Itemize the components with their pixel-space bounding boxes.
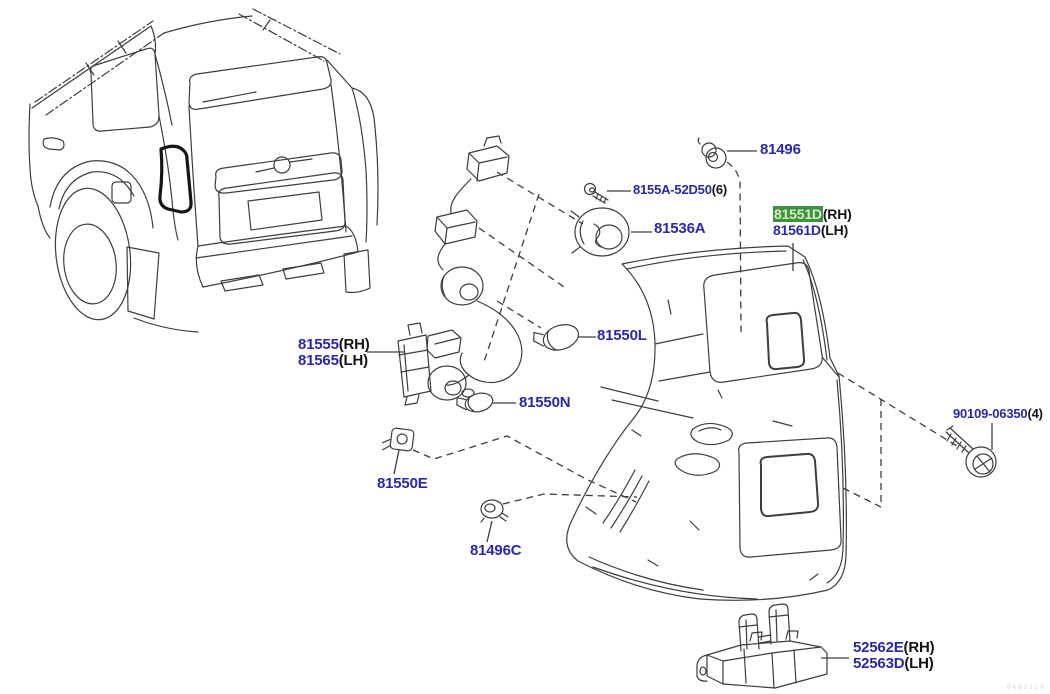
part-number-highlighted[interactable]: 81551D — [773, 206, 823, 222]
harness-bracket — [397, 334, 432, 398]
part-side: (LH) — [820, 222, 849, 238]
part-label-81536A[interactable]: 81536A — [654, 220, 706, 237]
part-side: (RH) — [338, 336, 370, 353]
tapping-screw-icon — [945, 425, 997, 478]
mounting-bracket-drawing — [696, 603, 828, 689]
part-side: (RH) — [903, 639, 935, 656]
part-side: (LH) — [338, 352, 368, 369]
part-number[interactable]: 81555 — [298, 336, 339, 353]
bulb-socket-icon — [570, 207, 630, 257]
part-label-81561D[interactable]: 81561D(LH) — [773, 222, 848, 238]
part-label-81550N[interactable]: 81550N — [519, 394, 571, 411]
part-number[interactable]: 52562E — [853, 639, 904, 656]
grommet-clip-icon — [381, 427, 415, 452]
push-clip-icon — [480, 499, 509, 523]
wire-harness-drawing — [397, 135, 523, 406]
part-number[interactable]: 81561D — [773, 222, 821, 238]
part-number[interactable]: 90109-06350 — [953, 406, 1028, 421]
part-qty: (4) — [1027, 406, 1043, 421]
roof-rail-lines — [34, 8, 341, 116]
part-number[interactable]: 81536A — [654, 220, 706, 237]
part-label-81496[interactable]: 81496 — [760, 142, 801, 158]
taillamp-location-highlight — [158, 144, 193, 214]
part-label-81551D-highlighted[interactable]: 81551D(RH) — [773, 206, 852, 222]
bulb-socket — [427, 365, 467, 401]
emblem — [273, 156, 291, 174]
bulb-icon — [456, 392, 494, 413]
part-number[interactable]: 81550L — [597, 327, 647, 344]
push-nut-icon — [697, 137, 727, 169]
part-side: (LH) — [904, 655, 934, 672]
part-number[interactable]: 81550N — [519, 394, 571, 411]
part-number[interactable]: 81550E — [377, 475, 428, 492]
part-qty: (6) — [711, 182, 728, 197]
part-label-81496C[interactable]: 81496C — [470, 542, 522, 559]
tail-lamp-lens-drawing — [566, 245, 847, 601]
part-label-81550L[interactable]: 81550L — [597, 328, 647, 344]
part-label-90109-06350[interactable]: 90109-06350(4) — [953, 406, 1043, 422]
door-handle — [42, 137, 65, 151]
part-label-8155A-52D50[interactable]: 8155A-52D50(6) — [633, 182, 727, 198]
rear-wheel — [54, 187, 132, 321]
part-number[interactable]: 81496 — [760, 141, 801, 158]
part-label-81550E[interactable]: 81550E — [377, 476, 428, 492]
part-number[interactable]: 8155A-52D50 — [633, 182, 712, 197]
bulb-socket — [440, 266, 484, 306]
assembly-dashed-lines — [412, 161, 958, 508]
part-label-81555[interactable]: 81555(RH) — [298, 337, 370, 353]
diagram-watermark: 8483110 — [1006, 684, 1046, 691]
part-label-52563D[interactable]: 52563D(LH) — [853, 656, 934, 672]
screw-icon — [583, 182, 609, 204]
part-label-81565[interactable]: 81565(LH) — [298, 353, 368, 369]
vehicle-rear-view — [28, 8, 379, 333]
mud-flap — [126, 246, 160, 320]
bulb-icon — [533, 324, 580, 351]
part-number[interactable]: 52563D — [853, 655, 905, 672]
fuel-door — [111, 181, 132, 204]
leader-lines — [367, 150, 993, 659]
part-label-52562E[interactable]: 52562E(RH) — [853, 639, 935, 656]
part-number[interactable]: 81496C — [470, 542, 522, 559]
part-number[interactable]: 81565 — [298, 352, 339, 369]
part-side: (RH) — [822, 206, 852, 222]
